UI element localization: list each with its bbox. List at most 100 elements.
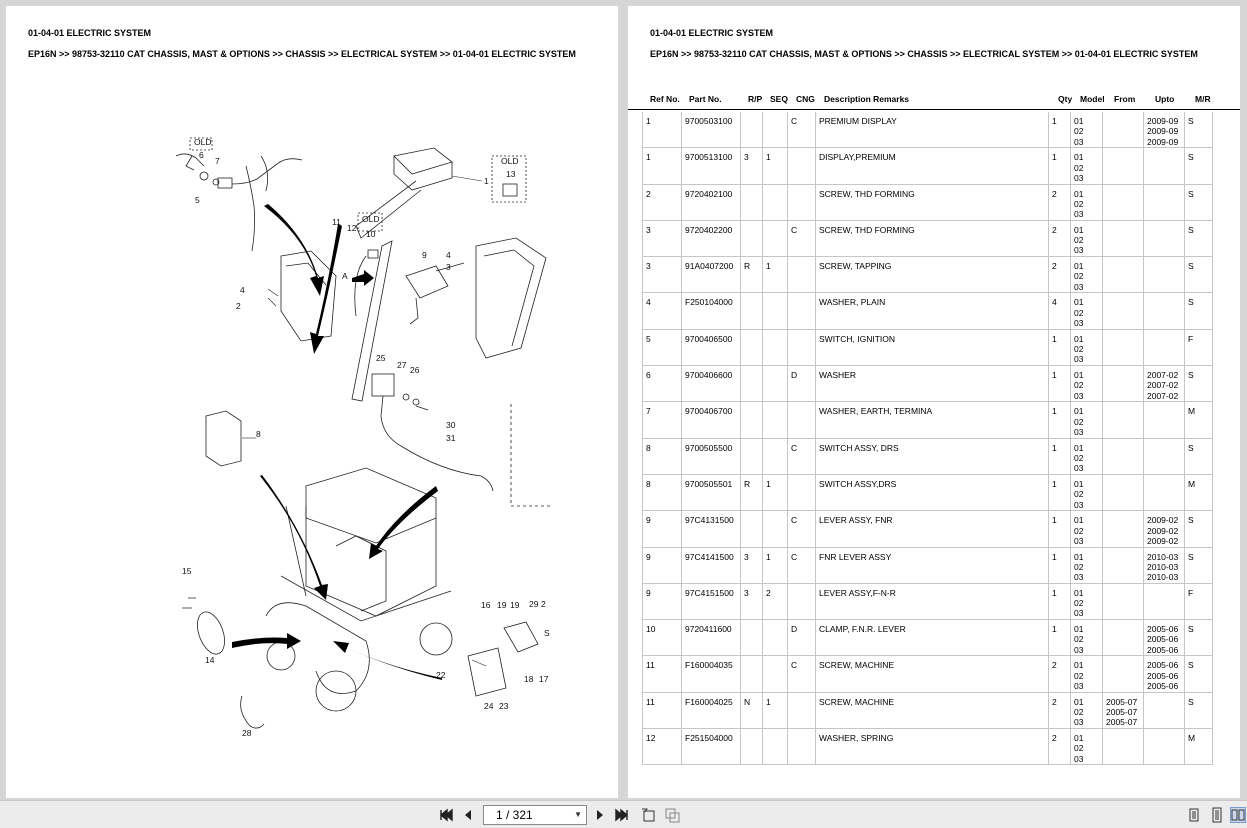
cell-line: 2005-06 bbox=[1147, 624, 1179, 635]
header-seq: SEQ bbox=[770, 94, 788, 104]
cell-qty: 2 bbox=[1048, 656, 1070, 692]
cell-seq bbox=[762, 438, 787, 474]
cell-part: 9720402100 bbox=[681, 184, 740, 220]
cell-ref: 1 bbox=[642, 112, 681, 148]
callout: 8 bbox=[256, 429, 261, 439]
callout: 31 bbox=[446, 433, 456, 443]
cell-seq: 1 bbox=[762, 547, 787, 583]
cell-line: 01 bbox=[1074, 442, 1084, 453]
cell-rp bbox=[740, 656, 762, 692]
cell-seq bbox=[762, 729, 787, 765]
two-page-icon[interactable] bbox=[1209, 807, 1225, 823]
cell-from bbox=[1102, 257, 1143, 293]
cell-from bbox=[1102, 148, 1143, 184]
cell-upto bbox=[1143, 220, 1184, 257]
cell-qty: 1 bbox=[1048, 438, 1070, 474]
cell-desc: SCREW, TAPPING bbox=[815, 257, 1048, 293]
cell-upto bbox=[1143, 438, 1184, 474]
header-part: Part No. bbox=[689, 94, 722, 104]
page-indicator: 1 / 321 bbox=[496, 808, 533, 822]
callout: 18 bbox=[524, 674, 534, 684]
cell-part: 9700505500 bbox=[681, 438, 740, 474]
cell-from bbox=[1102, 220, 1143, 257]
cell-cng: C bbox=[787, 511, 815, 547]
prev-page-icon[interactable] bbox=[460, 807, 476, 823]
cell-cng: D bbox=[787, 366, 815, 402]
cell-desc: WASHER, PLAIN bbox=[815, 293, 1048, 329]
cell-line: 02 bbox=[1074, 743, 1084, 754]
cell-rp: R bbox=[740, 474, 762, 511]
header-upto: Upto bbox=[1155, 94, 1175, 104]
cell-line: 2005-07 bbox=[1106, 717, 1138, 728]
cell-from bbox=[1102, 438, 1143, 474]
cell-line: 03 bbox=[1074, 281, 1084, 292]
cell-rp bbox=[740, 366, 762, 402]
first-page-icon[interactable] bbox=[438, 807, 454, 823]
cell-line: 03 bbox=[1074, 572, 1084, 583]
book-view-icon[interactable] bbox=[1230, 807, 1246, 823]
page-number-input[interactable]: 1 / 321 ▼ bbox=[483, 805, 587, 825]
left-page: 01-04-01 ELECTRIC SYSTEM EP16N >> 98753-… bbox=[6, 6, 618, 798]
next-page-icon[interactable] bbox=[592, 807, 608, 823]
cell-mr: S bbox=[1184, 148, 1213, 184]
cell-mr: S bbox=[1184, 220, 1213, 257]
cell-part: 9700406700 bbox=[681, 402, 740, 438]
cell-mr: S bbox=[1184, 656, 1213, 692]
cell-qty: 1 bbox=[1048, 112, 1070, 148]
cell-part: 91A0407200 bbox=[681, 257, 740, 293]
header-rp: R/P bbox=[748, 94, 763, 104]
breadcrumb: EP16N >> 98753-32110 CAT CHASSIS, MAST &… bbox=[650, 49, 1198, 59]
callout: 14 bbox=[205, 655, 215, 665]
cell-line: 03 bbox=[1074, 426, 1084, 437]
callout: 1 bbox=[484, 176, 489, 186]
cell-line: 02 bbox=[1074, 307, 1084, 318]
cell-from bbox=[1102, 366, 1143, 402]
chevron-down-icon[interactable]: ▼ bbox=[574, 810, 582, 819]
cell-rp: 3 bbox=[740, 148, 762, 184]
cell-line: 2010-03 bbox=[1147, 572, 1179, 583]
cell-ref: 9 bbox=[642, 547, 681, 583]
cell-ref: 9 bbox=[642, 511, 681, 547]
cell-line: 03 bbox=[1074, 245, 1084, 256]
callout: OLD bbox=[362, 214, 379, 224]
cell-upto bbox=[1143, 729, 1184, 765]
cell-line: 01 bbox=[1074, 406, 1084, 417]
fit-page-icon[interactable] bbox=[641, 807, 657, 823]
single-page-icon[interactable] bbox=[1186, 807, 1202, 823]
cell-line: 2005-06 bbox=[1147, 634, 1179, 645]
last-page-icon[interactable] bbox=[614, 807, 630, 823]
cell-cng bbox=[787, 474, 815, 511]
cell-desc: SWITCH ASSY,DRS bbox=[815, 474, 1048, 511]
cell-ref: 8 bbox=[642, 438, 681, 474]
cell-desc: WASHER, EARTH, TERMINA bbox=[815, 402, 1048, 438]
fit-width-icon[interactable] bbox=[664, 807, 680, 823]
cell-qty: 1 bbox=[1048, 583, 1070, 620]
cell-desc: PREMIUM DISPLAY bbox=[815, 112, 1048, 148]
callout: 5 bbox=[195, 195, 200, 205]
cell-line: 01 bbox=[1074, 624, 1084, 635]
cell-mr: S bbox=[1184, 366, 1213, 402]
cell-ref: 6 bbox=[642, 366, 681, 402]
cell-part: 9700406500 bbox=[681, 329, 740, 366]
cell-rp bbox=[740, 184, 762, 220]
cell-line: 01 bbox=[1074, 551, 1084, 562]
cell-mr: S bbox=[1184, 620, 1213, 656]
cell-ref: 5 bbox=[642, 329, 681, 366]
cell-ref: 2 bbox=[642, 184, 681, 220]
